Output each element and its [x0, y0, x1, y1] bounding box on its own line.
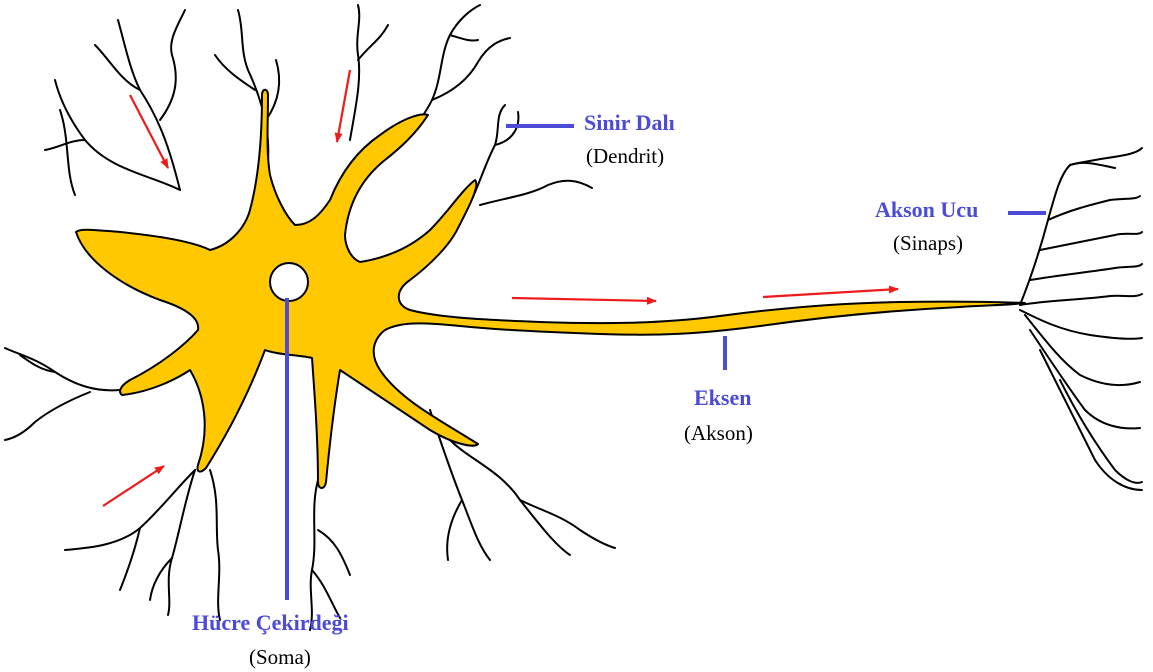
nucleus-sublabel: (Soma) [249, 645, 311, 669]
axon-label: Eksen [694, 385, 751, 410]
nucleus-circle [270, 263, 308, 301]
axon-terminal-sublabel: (Sinaps) [893, 231, 963, 255]
signal-arrow [763, 289, 898, 297]
dendrite-label: Sinir Dalı [584, 110, 675, 135]
axon-terminal-branches [1020, 148, 1142, 490]
dendrite-sublabel: (Dendrit) [586, 144, 664, 168]
signal-arrow [337, 70, 350, 142]
signal-arrow [512, 298, 656, 301]
axon-sublabel: (Akson) [684, 421, 753, 445]
signal-arrow [103, 466, 164, 506]
axon-terminal-label: Akson Ucu [875, 197, 978, 222]
nucleus-label: Hücre Çekirdeği [192, 610, 349, 635]
